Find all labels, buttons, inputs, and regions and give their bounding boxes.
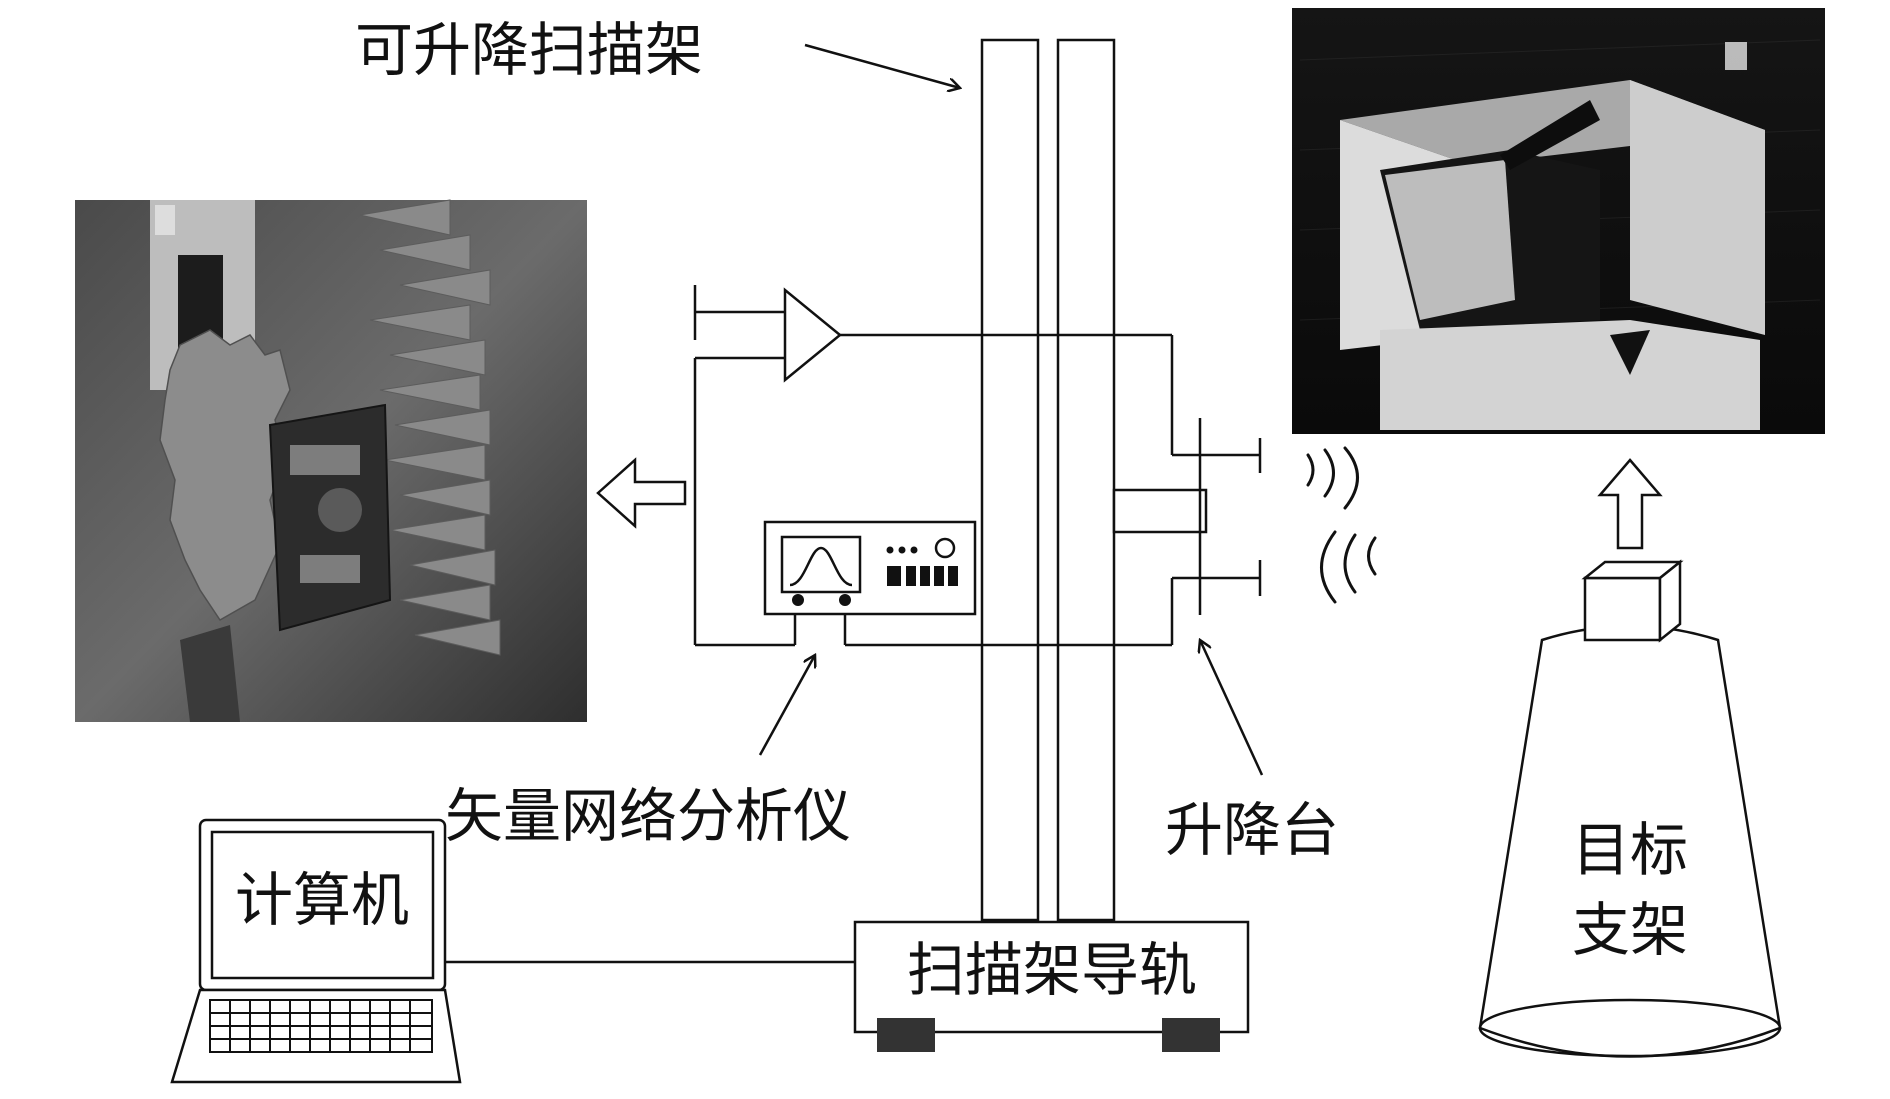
antenna-photo — [75, 199, 587, 722]
absorber-cones — [359, 199, 501, 656]
lift-platform — [1112, 418, 1262, 615]
target-stand — [1478, 559, 1782, 1058]
label-lift-scan-frame: 可升降扫描架 — [355, 16, 703, 84]
scan-rail — [853, 920, 1250, 1052]
label-computer: 计算机 — [235, 866, 409, 934]
vna-instrument — [763, 520, 977, 616]
hollow-arrow-up-icon — [1597, 458, 1663, 550]
label-vna: 矢量网络分析仪 — [445, 782, 851, 850]
label-lift-platform: 升降台 — [1165, 796, 1339, 864]
label-target-stand-line1: 目标 — [1572, 816, 1688, 884]
wave-emit-icon — [1306, 446, 1359, 510]
hollow-arrow-left-icon — [596, 457, 687, 529]
scan-frame-columns — [980, 38, 1116, 922]
label-target-stand-line2: 支架 — [1572, 896, 1688, 964]
wave-receive-icon — [1320, 530, 1377, 604]
antenna-plate — [268, 403, 392, 632]
target-photo — [1292, 8, 1825, 434]
computer-laptop — [170, 818, 462, 1084]
leader-arrows — [758, 43, 1264, 776]
keyboard-icon — [209, 999, 433, 1053]
amplifier-wiring — [693, 285, 1200, 647]
label-rail: 扫描架导轨 — [907, 936, 1197, 1004]
